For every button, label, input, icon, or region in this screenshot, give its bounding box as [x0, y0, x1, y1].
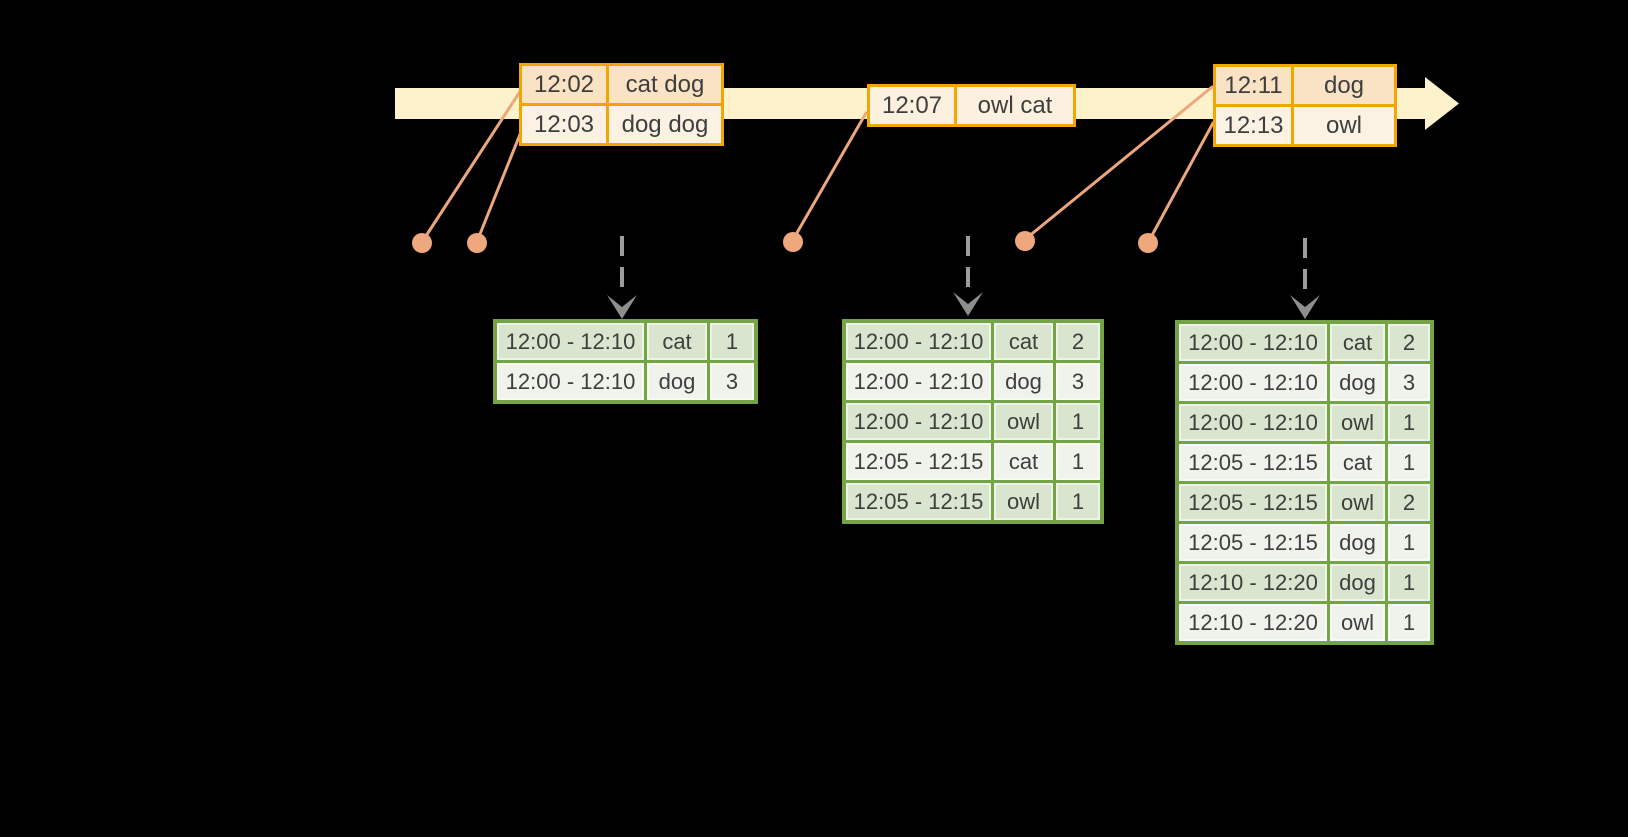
table-cell: 12:00 - 12:10: [1175, 401, 1330, 444]
table-cell: cat dog: [606, 63, 724, 106]
table-cell: owl: [1327, 401, 1388, 444]
table-cell: 12:05 - 12:15: [1175, 441, 1330, 484]
table-cell: 12:05 - 12:15: [842, 480, 994, 524]
table-cell: owl cat: [954, 84, 1076, 127]
event-time-dot: [412, 233, 432, 253]
table-cell: 12:07: [867, 84, 957, 127]
trigger-arrowhead: [607, 295, 637, 319]
table-cell: 3: [707, 360, 758, 404]
table-cell: dog: [1327, 561, 1388, 604]
table-cell: 12:00 - 12:10: [1175, 361, 1330, 404]
table-cell: owl: [991, 480, 1056, 524]
table-cell: 1: [1385, 561, 1434, 604]
table-cell: 3: [1385, 361, 1434, 404]
table-cell: 1: [1385, 601, 1434, 645]
table-cell: 12:00 - 12:10: [1175, 320, 1330, 364]
event-time-dot: [467, 233, 487, 253]
table-cell: 1: [1053, 400, 1104, 443]
event-connector-line: [792, 111, 868, 240]
table-cell: 1: [1385, 401, 1434, 444]
event-connector-line: [1026, 85, 1214, 239]
table-cell: dog: [991, 360, 1056, 403]
table-cell: 1: [1053, 440, 1104, 483]
trigger-arrowhead: [953, 292, 983, 316]
table-cell: cat: [991, 319, 1056, 363]
table-cell: owl: [1327, 481, 1388, 524]
table-cell: 2: [1053, 319, 1104, 363]
table-cell: owl: [1291, 104, 1397, 147]
table-cell: 1: [707, 319, 758, 363]
table-cell: dog dog: [606, 103, 724, 146]
table-cell: dog: [1327, 361, 1388, 404]
table-cell: 12:05 - 12:15: [1175, 481, 1330, 524]
table-cell: 12:10 - 12:20: [1175, 601, 1330, 645]
event-time-dot: [783, 232, 803, 252]
event-connector-line: [422, 88, 523, 241]
event-time-dot: [1015, 231, 1035, 251]
table-cell: 12:11: [1213, 64, 1294, 107]
table-cell: dog: [644, 360, 710, 404]
table-cell: 3: [1053, 360, 1104, 403]
table-cell: owl: [1327, 601, 1388, 645]
table-cell: 12:10 - 12:20: [1175, 561, 1330, 604]
table-cell: 12:13: [1213, 104, 1294, 147]
table-cell: dog: [1327, 521, 1388, 564]
table-cell: cat: [644, 319, 710, 363]
table-cell: 12:00 - 12:10: [842, 319, 994, 363]
timeline-arrowhead: [1425, 77, 1459, 130]
table-cell: cat: [1327, 441, 1388, 484]
event-connector-line: [476, 125, 525, 241]
table-cell: 1: [1385, 521, 1434, 564]
table-cell: cat: [1327, 320, 1388, 364]
table-cell: 12:00 - 12:10: [493, 360, 647, 404]
table-cell: 12:05 - 12:15: [842, 440, 994, 483]
table-cell: 12:00 - 12:10: [842, 360, 994, 403]
table-cell: cat: [991, 440, 1056, 483]
table-cell: 12:05 - 12:15: [1175, 521, 1330, 564]
table-cell: owl: [991, 400, 1056, 443]
table-cell: 2: [1385, 320, 1434, 364]
table-cell: 12:00 - 12:10: [493, 319, 647, 363]
trigger-arrowhead: [1290, 295, 1320, 319]
table-cell: 12:02: [519, 63, 609, 106]
table-cell: 12:00 - 12:10: [842, 400, 994, 443]
table-cell: 12:03: [519, 103, 609, 146]
table-cell: 1: [1053, 480, 1104, 524]
event-time-dot: [1138, 233, 1158, 253]
event-connector-line: [1148, 121, 1215, 241]
table-cell: dog: [1291, 64, 1397, 107]
table-cell: 1: [1385, 441, 1434, 484]
table-cell: 2: [1385, 481, 1434, 524]
